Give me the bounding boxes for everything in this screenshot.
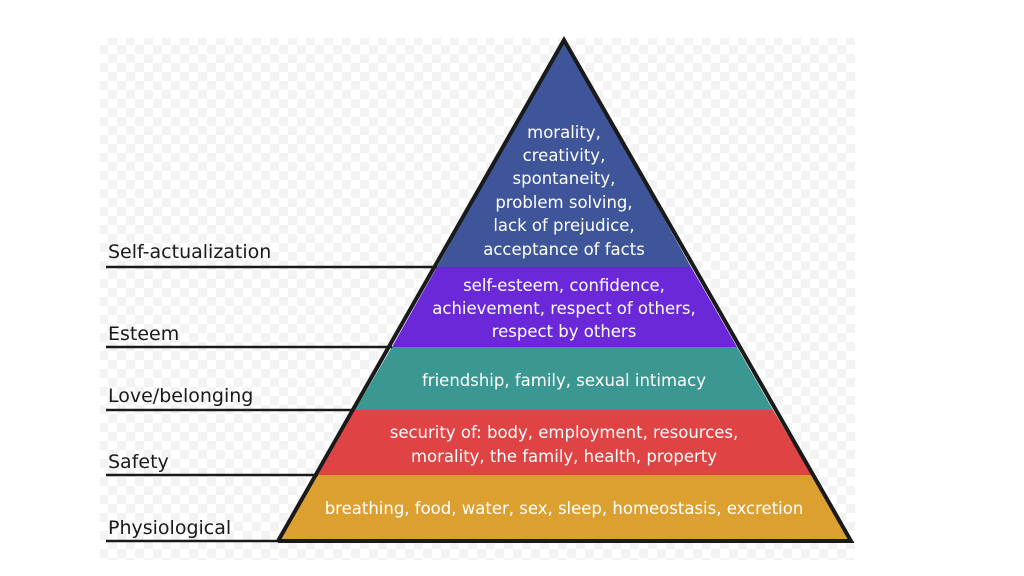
desc-line: creativity, bbox=[523, 146, 606, 165]
desc-line: self-esteem, confidence, bbox=[463, 276, 665, 295]
desc-line: spontaneity, bbox=[513, 169, 616, 188]
desc-line: morality, the family, health, property bbox=[411, 447, 717, 466]
label-love-belonging: Love/belonging bbox=[108, 385, 253, 407]
tier-love-belonging bbox=[355, 347, 773, 410]
pyramid bbox=[276, 35, 855, 543]
label-safety: Safety bbox=[108, 451, 169, 473]
desc-line: breathing, food, water, sex, sleep, home… bbox=[325, 499, 804, 518]
tier-descriptions: morality, creativity, spontaneity, probl… bbox=[325, 123, 804, 518]
tier-esteem bbox=[392, 267, 737, 347]
pyramid-outline bbox=[276, 35, 855, 543]
desc-line: lack of prejudice, bbox=[493, 216, 634, 235]
tier-self-actualization bbox=[437, 40, 691, 267]
label-esteem: Esteem bbox=[108, 323, 179, 345]
tier-safety bbox=[318, 410, 812, 475]
desc-line: acceptance of facts bbox=[483, 240, 645, 259]
desc-line: friendship, family, sexual intimacy bbox=[422, 371, 706, 390]
desc-line: security of: body, employment, resources… bbox=[390, 423, 739, 442]
desc-line: achievement, respect of others, bbox=[432, 299, 695, 318]
desc-line: respect by others bbox=[492, 322, 637, 341]
desc-line: problem solving, bbox=[495, 193, 632, 212]
leader-lines bbox=[106, 265, 437, 543]
tier-physiological bbox=[278, 475, 851, 541]
label-self-actualization: Self-actualization bbox=[108, 241, 271, 263]
desc-line: morality, bbox=[527, 123, 601, 142]
level-labels: Self-actualization Esteem Love/belonging… bbox=[108, 241, 271, 539]
label-physiological: Physiological bbox=[108, 517, 231, 539]
